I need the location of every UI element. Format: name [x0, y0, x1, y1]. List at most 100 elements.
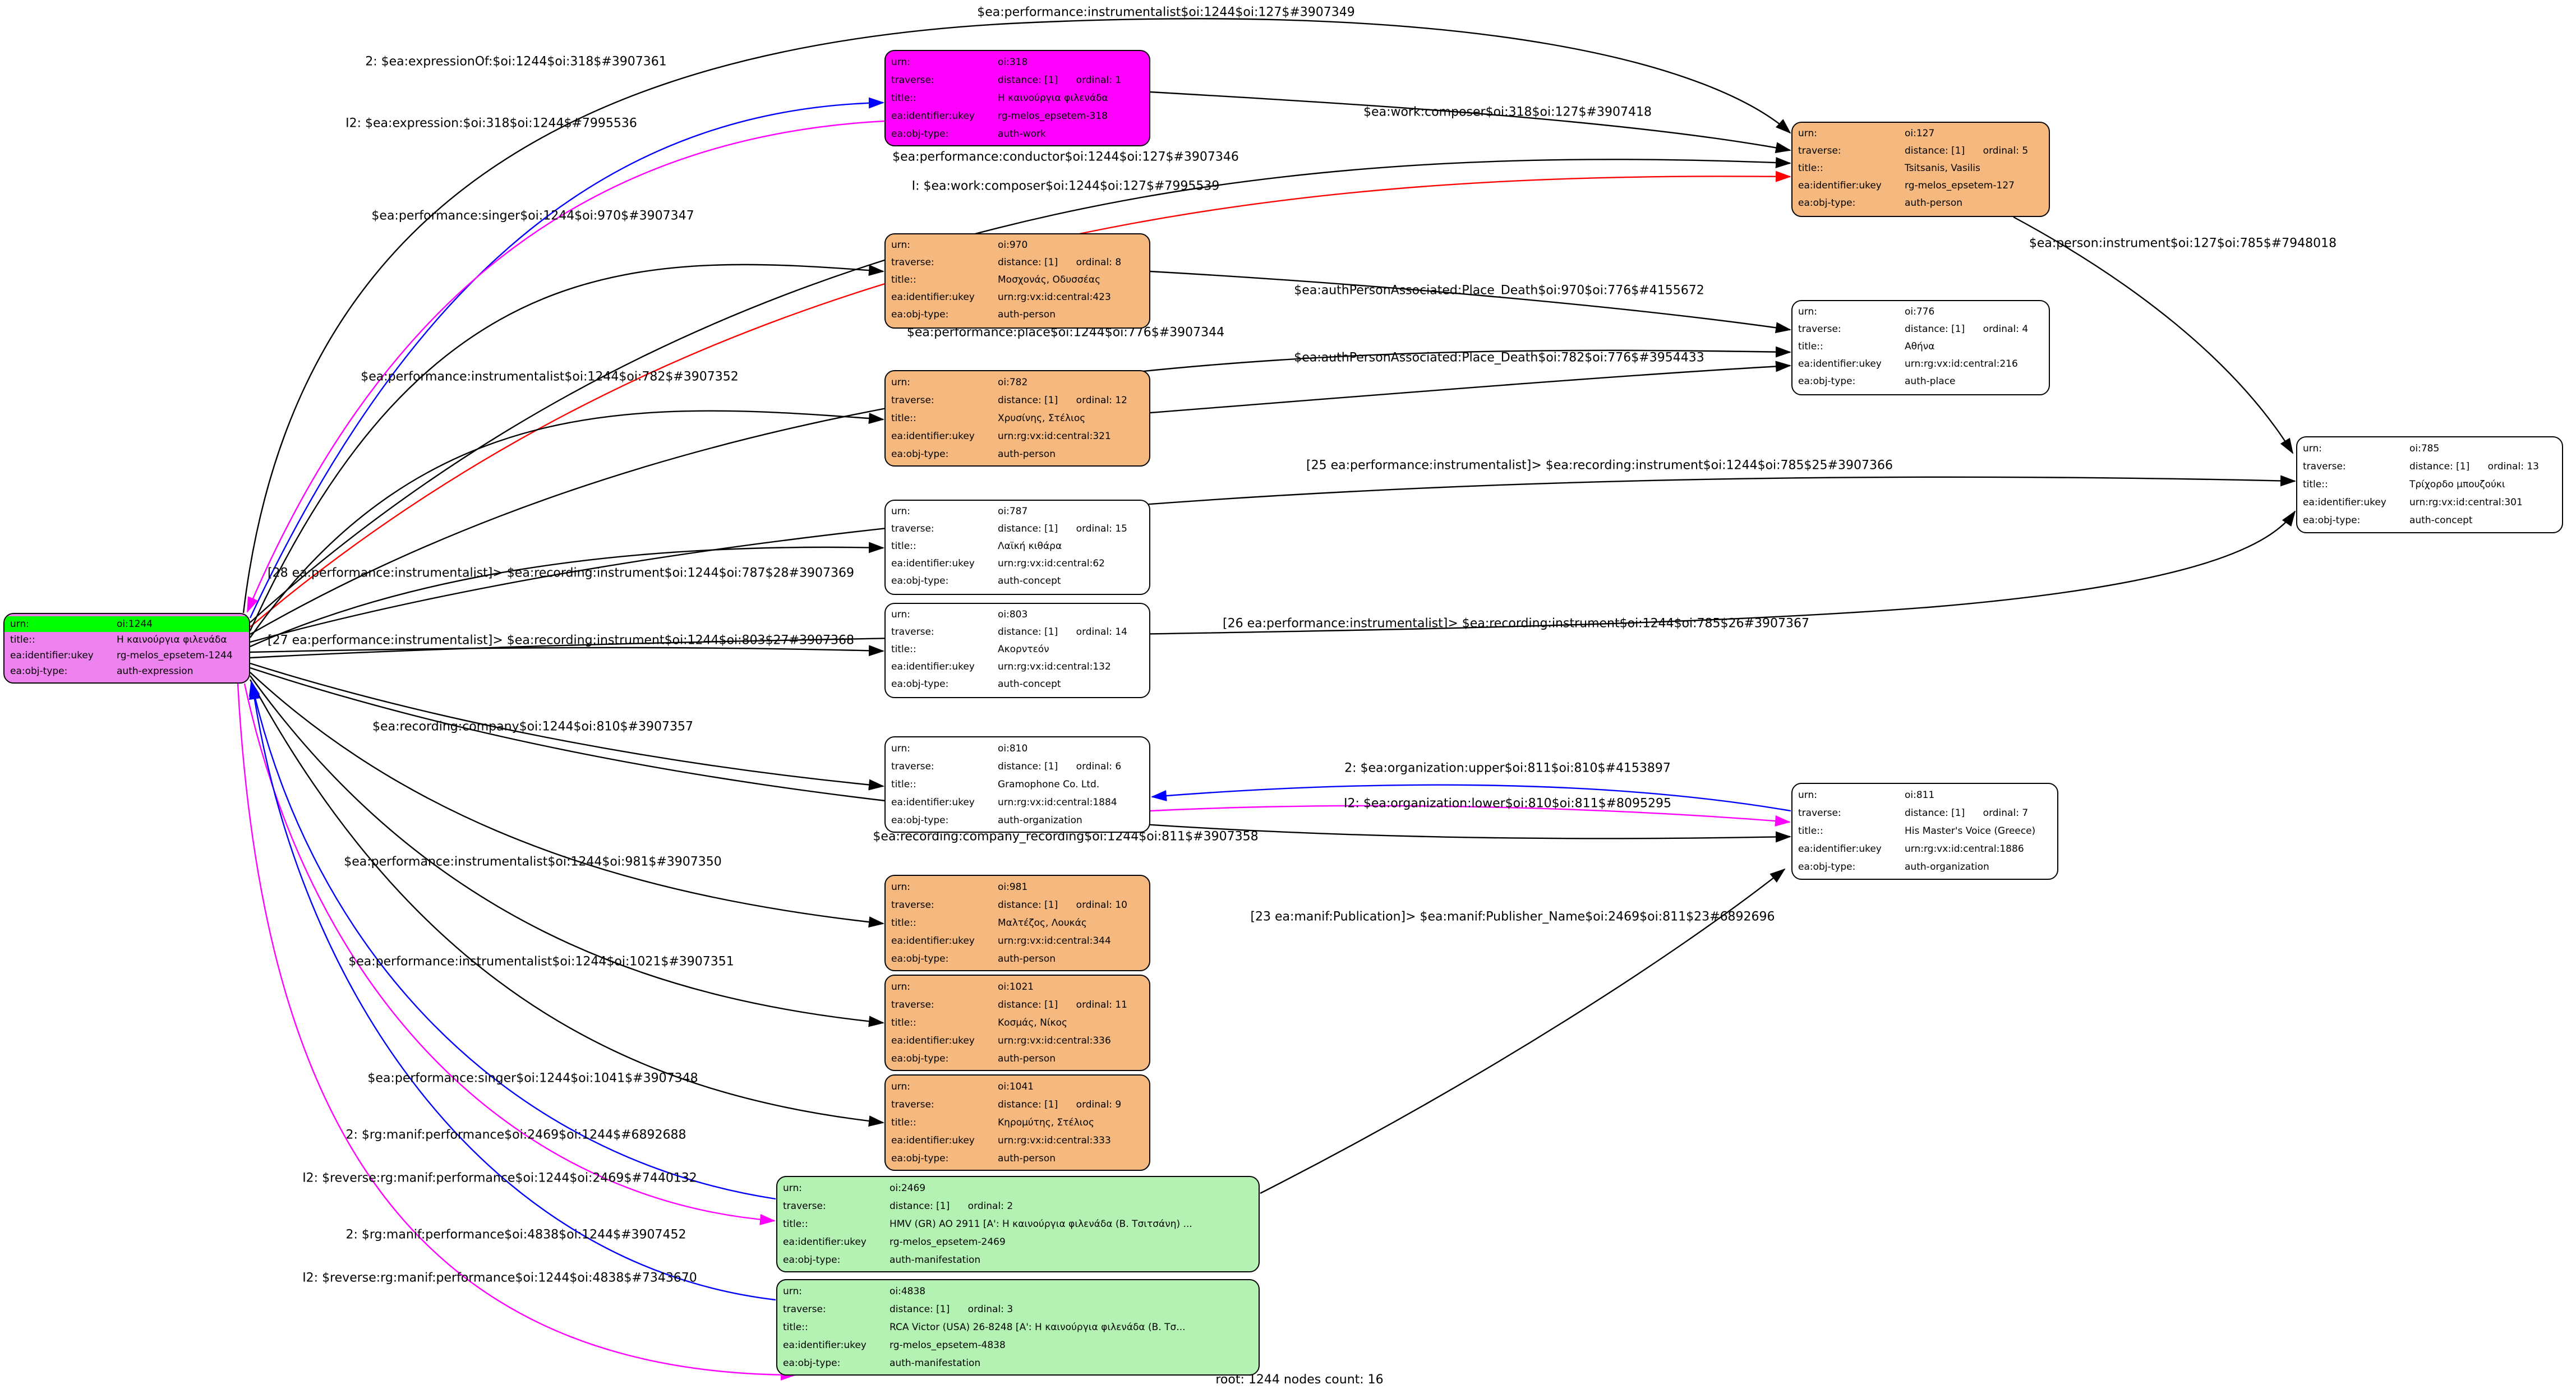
node-field-value: Ακορντεόν	[998, 644, 1049, 655]
node-field-label: ea:obj-type:	[783, 1254, 841, 1266]
edge-label-work-composer-318-127: $ea:work:composer$oi:318$oi:127$#3907418	[1363, 105, 1652, 119]
node-field-value: auth-concept	[998, 575, 1061, 587]
node-field-value: urn:rg:vx:id:central:344	[998, 935, 1111, 947]
node-field-value: distance: [1] ordinal: 3	[890, 1304, 1013, 1315]
edge-manif-publisher-2469-811	[1260, 868, 1786, 1194]
node-field-label: urn:	[783, 1183, 802, 1194]
edge-recording-instrument-1244-803-27	[250, 645, 884, 657]
node-row: traverse:distance: [1] ordinal: 1	[886, 71, 1149, 89]
node-field-value: distance: [1] ordinal: 10	[998, 899, 1127, 911]
node-row: ea:obj-type: auth-person	[886, 1150, 1149, 1168]
node-field-value: auth-person	[1905, 197, 1963, 209]
node-row: title::Χρυσίνης, Στέλιος	[886, 409, 1149, 427]
node-row: traverse:distance: [1] ordinal: 5	[1792, 142, 2049, 160]
node-field-label: title::	[891, 1017, 916, 1028]
node-field-label: urn:	[1798, 790, 1817, 801]
edge-work-composer-318-127	[1150, 91, 1791, 154]
node-field-value: His Master's Voice (Greece)	[1905, 825, 2036, 837]
node-field-value: Η καινούργια φιλενάδα	[998, 93, 1108, 104]
edge-recording-instrument-1244-785-26	[250, 510, 2296, 659]
node-field-label: ea:obj-type:	[891, 953, 949, 965]
node-field-label: traverse:	[891, 761, 934, 772]
node-field-label: ea:identifier:ukey	[891, 558, 975, 569]
edge-label-recording-instrument-1244-785-26: [26 ea:performance:instrumentalist]> $ea…	[1223, 616, 1809, 631]
node-field-value: auth-person	[998, 449, 1056, 460]
node-row: ea:obj-type:auth-person	[1792, 195, 2049, 212]
node-field-label: ea:identifier:ukey	[783, 1340, 867, 1351]
node-field-label: ea:obj-type:	[891, 1153, 949, 1164]
node-field-value: urn:rg:vx:id:central:216	[1905, 358, 2018, 370]
node-field-label: ea:identifier:ukey	[1798, 843, 1882, 855]
node-field-value: Κηρομύτης, Στέλιος	[998, 1117, 1094, 1128]
node-field-label: urn:	[891, 609, 910, 620]
edge-perf-singer-1244-970	[249, 264, 884, 631]
node-field-label: title::	[891, 274, 916, 285]
node-field-label: traverse:	[891, 523, 934, 534]
node-row: ea:obj-type:auth-person	[886, 306, 1149, 324]
node-row: urn:oi:803	[886, 606, 1149, 624]
node-field-label: ea:identifier:ukey	[891, 797, 975, 808]
node-field-label: title::	[1798, 341, 1823, 352]
node-field-label: ea:identifier:ukey	[891, 1035, 975, 1046]
node-field-label: title::	[1798, 163, 1823, 174]
node-field-value: Gramophone Co. Ltd.	[998, 779, 1100, 790]
node-field-label: ea:identifier:ukey	[10, 650, 94, 661]
node-field-value: distance: [1] ordinal: 1	[998, 75, 1122, 86]
node-field-label: ea:obj-type:	[891, 679, 949, 690]
node-row: ea:obj-type:auth-expression	[4, 663, 249, 679]
node-row: urn:oi:1021	[886, 978, 1149, 996]
node-field-label: urn:	[891, 57, 910, 68]
node-field-label: ea:obj-type:	[891, 128, 949, 140]
graph-node-oi-318[interactable]: urn: oi:318 traverse:distance: [1] ordinal…	[884, 50, 1150, 146]
node-row: ea:obj-type:auth-place	[1792, 373, 2049, 390]
node-field-value: distance: [1] ordinal: 2	[890, 1201, 1013, 1212]
node-row: title::Η καινούργια φιλενάδα	[4, 632, 249, 648]
node-field-value: auth-organization	[1905, 861, 1989, 873]
node-field-label: ea:identifier:ukey	[1798, 180, 1882, 191]
edge-label-rev-manif-performance-1244-2469: I2: $reverse:rg:manif:performance$oi:124…	[302, 1171, 697, 1185]
node-row: ea:obj-type:auth-concept	[886, 676, 1149, 693]
node-field-label: ea:identifier:ukey	[891, 292, 975, 303]
node-row: traverse:distance: [1] ordinal: 2	[777, 1197, 1259, 1215]
node-row: traverse:distance: [1] ordinal: 6	[886, 758, 1149, 776]
edge-expressionOf-1244-318	[249, 97, 884, 619]
node-row: traverse:distance: [1] ordinal: 13	[2297, 458, 2562, 476]
node-field-label: ea:obj-type:	[10, 666, 68, 677]
node-field-value: rg-melos_epsetem-2469	[890, 1236, 1006, 1248]
node-row: ea:obj-type:auth-concept	[2297, 511, 2562, 529]
node-field-label: ea:obj-type:	[1798, 376, 1856, 387]
node-field-value: urn:rg:vx:id:central:301	[2409, 497, 2523, 508]
node-row: traverse:distance: [1] ordinal: 11	[886, 996, 1149, 1014]
node-field-label: title::	[891, 1117, 916, 1128]
node-field-label: ea:obj-type:	[783, 1358, 841, 1369]
node-row: title::Κοσμάς, Νίκος	[886, 1014, 1149, 1032]
node-row: traverse:distance: [1] ordinal: 7	[1792, 804, 2057, 822]
node-field-value: oi:318	[998, 57, 1028, 68]
node-field-value: oi:1041	[998, 1081, 1034, 1092]
node-field-value: auth-person	[998, 1153, 1056, 1164]
node-field-label: urn:	[891, 882, 910, 893]
node-field-label: title::	[783, 1219, 808, 1230]
node-row: traverse:distance: [1] ordinal: 9	[886, 1096, 1149, 1114]
